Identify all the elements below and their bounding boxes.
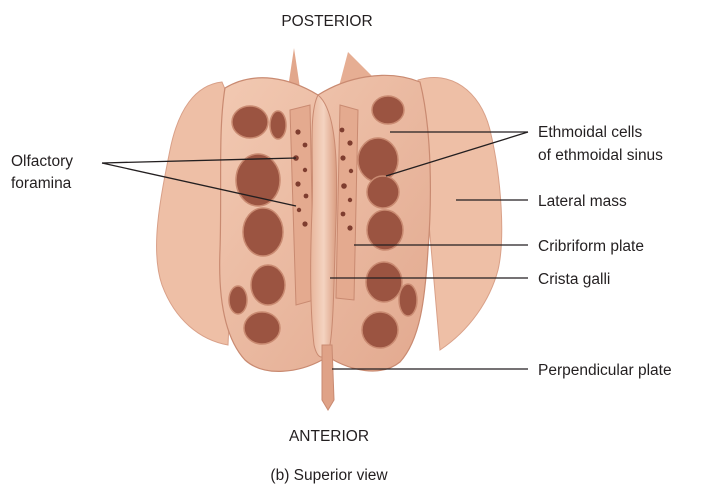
crista-galli-shape — [311, 95, 337, 357]
posterior-label: POSTERIOR — [281, 13, 372, 30]
ethmoid-bone-illustration — [157, 48, 502, 410]
ethmoidal-cells-label-line1: Ethmoidal cells — [538, 124, 642, 141]
perpendicular-plate-label: Perpendicular plate — [538, 362, 672, 379]
perpendicular-plate-shape — [322, 345, 334, 410]
ethmoidal-cells-label-line2: of ethmoidal sinus — [538, 147, 663, 164]
olfactory-foramina-label-line1: Olfactory — [11, 153, 73, 170]
cribriform-plate-label: Cribriform plate — [538, 238, 644, 255]
olfactory-foramina-label-line2: foramina — [11, 175, 72, 192]
figure-caption: (b) Superior view — [270, 467, 388, 484]
lateral-mass-label: Lateral mass — [538, 193, 627, 210]
crista-galli-label: Crista galli — [538, 271, 610, 288]
right-cribriform-strip — [336, 105, 358, 300]
anterior-label: ANTERIOR — [289, 428, 369, 445]
